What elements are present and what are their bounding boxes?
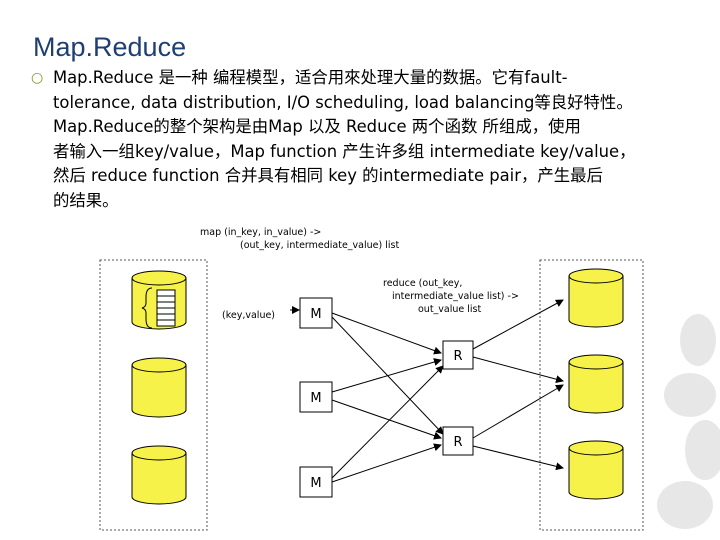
key-value-label: (key,value) (222, 310, 275, 321)
paragraph-line: Map.Reduce的整个架构是由Map 以及 Reduce 两个函数 所组成，… (53, 117, 581, 136)
paragraph-line: Map.Reduce 是一种 编程模型，适合用來处理大量的数据。它有fault- (53, 68, 568, 87)
reduce-to-output-arrow (472, 299, 564, 350)
slide-title: Map.Reduce (33, 32, 187, 62)
map-to-reduce-arrow (331, 312, 442, 355)
reduce-node: R (442, 340, 474, 370)
map-node: M (299, 466, 333, 498)
ring-bullet-icon: ○ (31, 70, 44, 86)
output-database-icon (568, 268, 624, 328)
reduce-signature-line2: intermediate_value list) -> (392, 291, 519, 302)
reduce-signature-line1: reduce (out_key, (383, 278, 462, 289)
map-to-reduce-arrow (331, 443, 442, 483)
paragraph-line: 者输入一组key/value，Map function 产生许多组 interm… (53, 141, 636, 161)
map-node: M (299, 381, 333, 413)
reduce-node-label: R (453, 349, 462, 364)
reduce-signature-line3: out_value list (418, 304, 482, 315)
map-to-reduce-arrow (331, 358, 442, 393)
output-data-container (539, 259, 644, 531)
paragraph-line: 的结果。 (53, 190, 119, 210)
input-database-icon (131, 357, 187, 418)
map-node-label: M (310, 307, 321, 322)
reduce-to-output-arrow (472, 384, 564, 439)
input-database-icon (131, 445, 187, 505)
record-stack-icon (141, 287, 176, 329)
map-node-label: M (310, 476, 321, 491)
reduce-node: R (442, 426, 474, 456)
reduce-node-label: R (453, 435, 462, 450)
paragraph-line: tolerance, data distribution, I/O schedu… (53, 92, 633, 112)
map-signature-line2: (out_key, intermediate_value) list (240, 240, 399, 251)
map-to-reduce-arrow (331, 399, 442, 440)
map-signature-line1: map (in_key, in_value) -> (200, 227, 321, 238)
input-data-container (99, 259, 208, 531)
map-to-reduce-arrow (331, 365, 444, 479)
output-database-icon (568, 354, 624, 414)
reduce-to-output-arrow (472, 356, 564, 384)
map-node: M (299, 297, 333, 329)
watermark-ornament-icon (657, 314, 720, 529)
output-database-icon (568, 440, 624, 500)
paragraph-line: 然后 reduce function 合并具有相同 key 的intermedi… (53, 166, 603, 185)
description-paragraph: Map.Reduce 是一种 编程模型，适合用來处理大量的数据。它有fault-… (53, 66, 703, 213)
map-node-label: M (310, 391, 321, 406)
reduce-to-output-arrow (472, 445, 564, 471)
